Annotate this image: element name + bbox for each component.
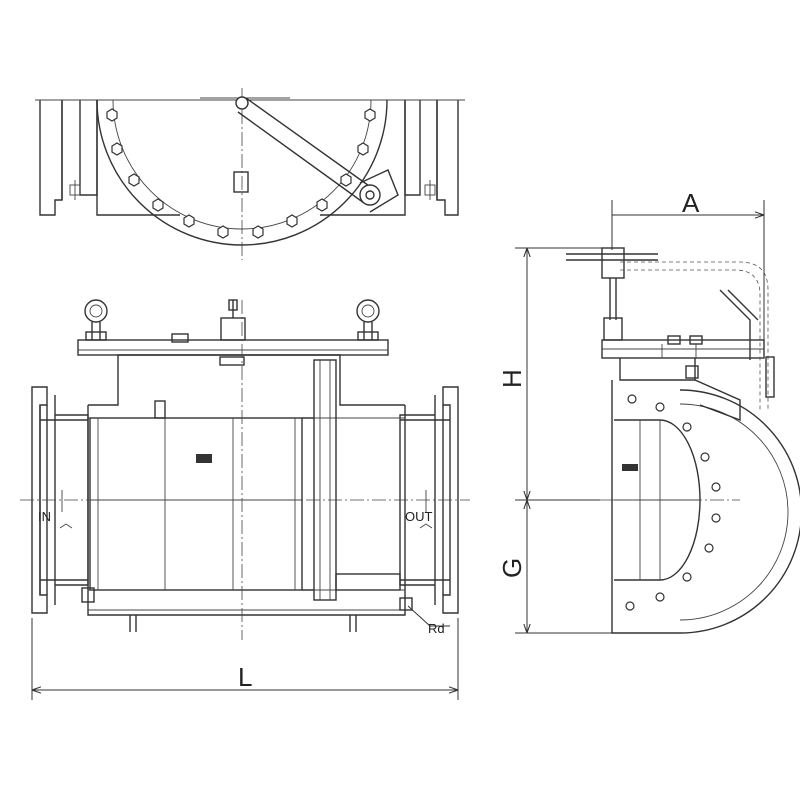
dimension-H-G <box>515 247 612 634</box>
dimension-L-label: L <box>238 662 252 692</box>
front-view <box>20 299 470 640</box>
dimension-A <box>611 200 765 340</box>
top-view <box>35 88 465 260</box>
drain-leader <box>407 605 431 627</box>
eye-bolt-right <box>356 299 380 341</box>
side-view <box>566 247 800 634</box>
outlet-label: OUT <box>405 509 433 524</box>
dimension-H-label: H <box>497 369 527 388</box>
eye-bolt-left <box>84 299 108 341</box>
dimension-G-label: G <box>497 558 527 578</box>
cover-bolt-ring <box>106 108 376 239</box>
dimension-A-label: A <box>682 188 700 218</box>
side-flange-bolts <box>625 394 721 611</box>
drain-label: Rd <box>428 621 445 636</box>
inlet-label: IN <box>38 509 51 524</box>
dimension-L <box>31 618 459 700</box>
